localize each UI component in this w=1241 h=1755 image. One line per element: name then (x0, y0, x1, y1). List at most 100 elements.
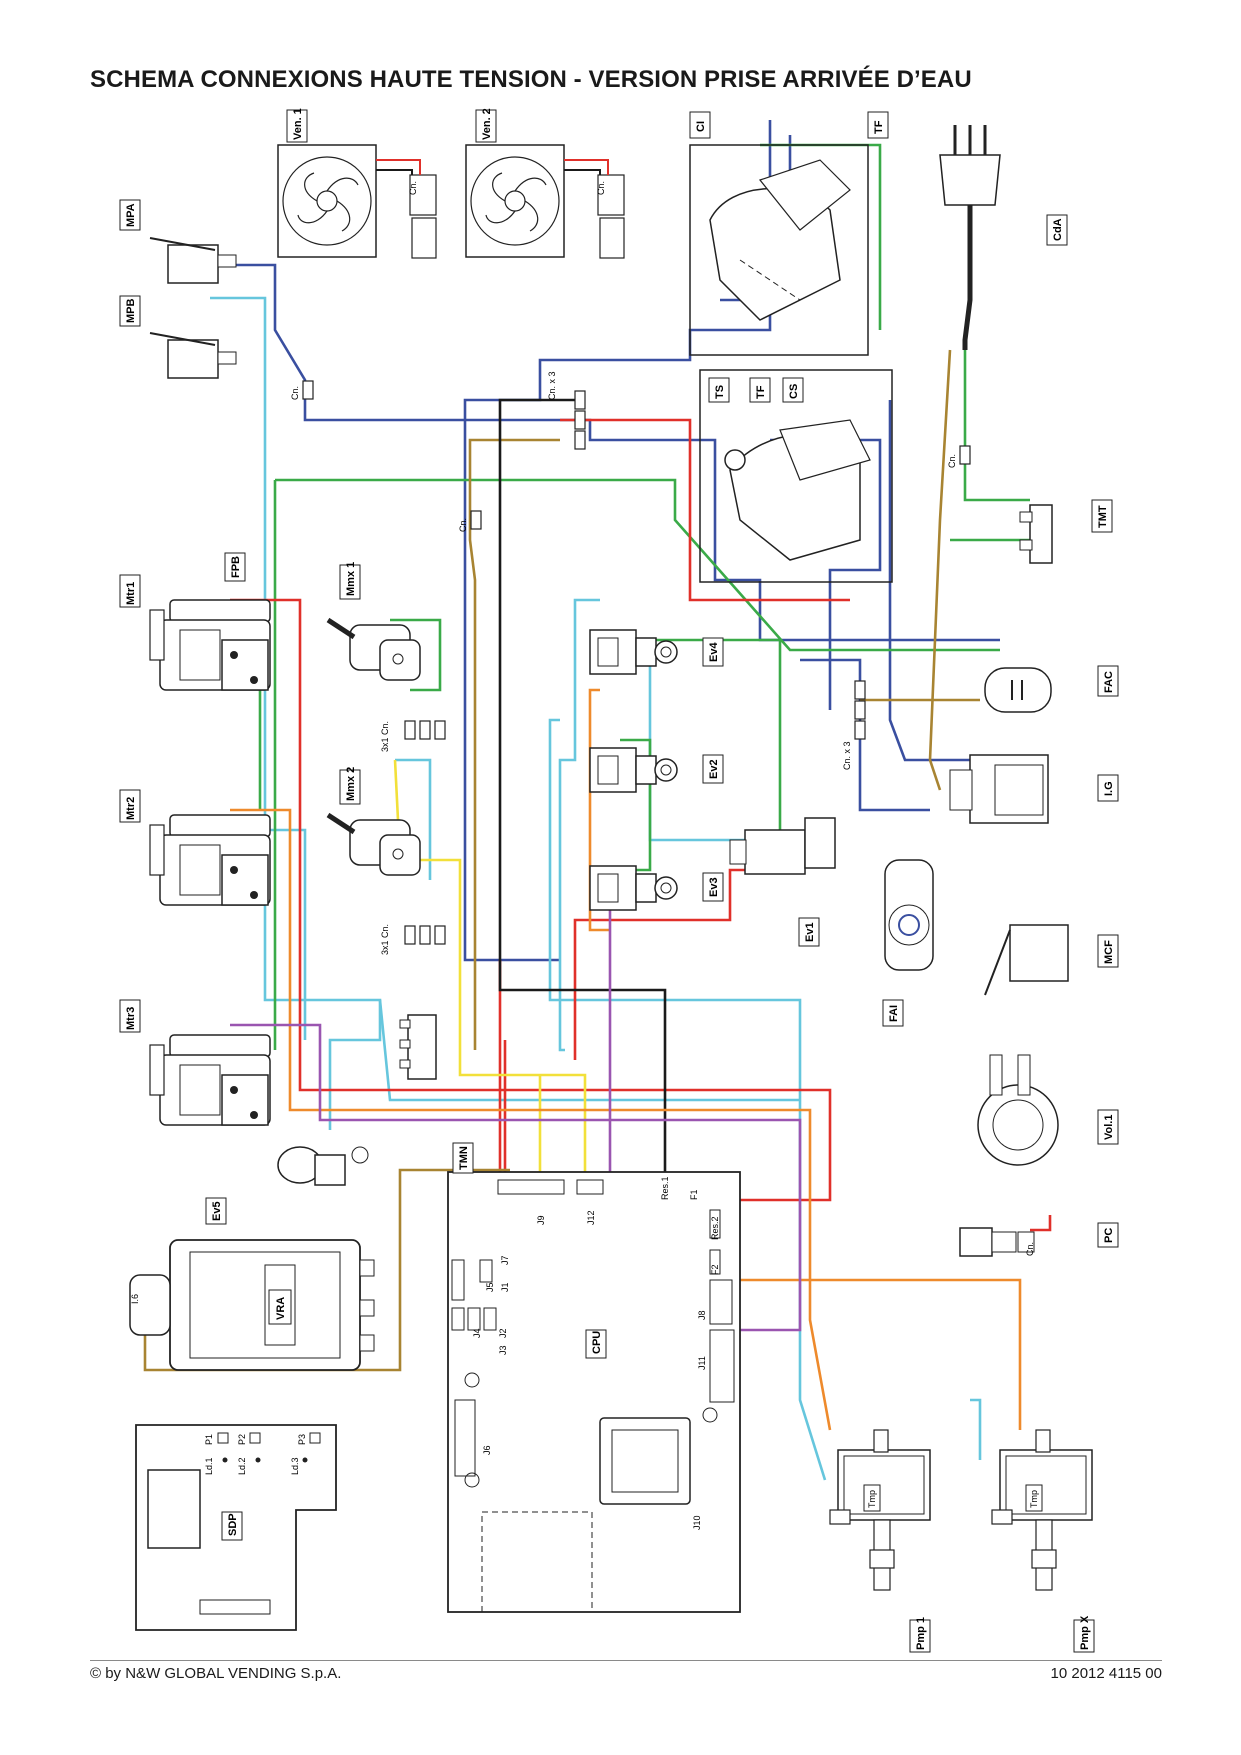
label-tmn: TMN (458, 1146, 470, 1170)
label-tmt: TMT (1097, 505, 1109, 528)
label-ev2: Ev2 (708, 759, 720, 779)
wire-red (1030, 1215, 1052, 1232)
label-f1: F1 (689, 1189, 699, 1200)
microswitch-mpb (149, 332, 237, 379)
label-mtr2: Mtr2 (125, 797, 137, 820)
wire-blue (210, 263, 1000, 642)
fan-ven1 (277, 144, 437, 259)
label-mpa: MPA (125, 203, 137, 227)
wire-light-blue (378, 999, 800, 1102)
label-cn-x3: Cn. x 3 (842, 741, 852, 770)
label-ts: TS (714, 385, 726, 399)
label-p3: P3 (297, 1434, 307, 1445)
label-i6: I.6 (130, 1294, 140, 1304)
wire-orange (725, 1278, 1022, 1430)
label-vra: VRA (275, 1297, 287, 1320)
label-mpb: MPB (125, 299, 137, 324)
wire-light-blue (395, 758, 432, 880)
label-j9: J9 (536, 1215, 546, 1225)
label-j2: J2 (498, 1328, 508, 1338)
label-j11: J11 (697, 1356, 707, 1370)
label-ig: I.G (1103, 781, 1115, 796)
wire-brown (143, 1168, 510, 1372)
page-title: SCHEMA CONNEXIONS HAUTE TENSION - VERSIO… (90, 66, 972, 93)
wire-blue (888, 400, 1010, 762)
label-cn: Cn. (1025, 1242, 1035, 1256)
label-ev3: Ev3 (708, 877, 720, 897)
label-j8: J8 (697, 1310, 707, 1320)
valve-ev5 (277, 1146, 369, 1186)
wire-brown (928, 349, 952, 791)
label-pmpx: Pmp X (1079, 1615, 1091, 1650)
label-mmx1: Mmx 1 (345, 562, 357, 596)
label-tmp-x: Tmp (1029, 1490, 1039, 1508)
label-fac: FAC (1103, 671, 1115, 693)
volumetric-vol1 (977, 1054, 1059, 1166)
label-cn-3x1: 3x1 Cn. (380, 721, 390, 752)
label-cn: Cn. (458, 518, 468, 532)
fan-ven2 (465, 144, 625, 259)
wire-brown (468, 438, 560, 1050)
wire-red (560, 418, 850, 602)
label-cn: Cn. (290, 386, 300, 400)
transformer-vra (129, 1239, 375, 1371)
wire-light-blue (970, 1398, 982, 1460)
label-ev1: Ev1 (804, 922, 816, 942)
label-cn: Cn. (596, 181, 606, 195)
capacitor-fac (984, 667, 1052, 713)
flowmeter-fai (884, 859, 934, 971)
wire-blue (463, 120, 772, 962)
valve-ev1 (729, 817, 836, 875)
wire-light-blue (620, 658, 782, 850)
label-fai: FAI (888, 1005, 900, 1022)
wire-green (275, 478, 1000, 652)
label-sdp: SDP (227, 1513, 239, 1536)
label-cn-3x1: 3x1 Cn. (380, 924, 390, 955)
label-cs: CS (788, 384, 800, 399)
label-ev5: Ev5 (211, 1201, 223, 1221)
wire-yellow (393, 759, 587, 1180)
label-j1: J1 (500, 1282, 510, 1292)
label-cn-x3: Cn. x 3 (547, 371, 557, 400)
label-j10: J10 (692, 1515, 702, 1530)
valve-ev3 (589, 865, 678, 911)
label-cn: Cn. (947, 454, 957, 468)
label-j6: J6 (482, 1445, 492, 1455)
label-fpb: FPB (230, 556, 242, 578)
label-mmx2: Mmx 2 (345, 767, 357, 801)
label-ev4: Ev4 (708, 642, 720, 662)
valve-ev2 (589, 747, 678, 793)
label-ld2: Ld.2 (237, 1457, 247, 1475)
motor-mtr3 (149, 1034, 271, 1126)
mixer-mmx2 (328, 815, 420, 875)
component-labels: Ven. 1 Ven. 2 CI TF CdA MPA MPB TS (119, 108, 1119, 1653)
label-res1: Res.1 (660, 1176, 670, 1200)
label-ci: CI (695, 121, 707, 132)
label-pmp1: Pmp 1 (915, 1617, 927, 1650)
wire-light-blue (558, 598, 600, 1052)
mixer-mmx1 (328, 620, 420, 680)
thermostat-tmt (1019, 504, 1053, 564)
label-p1: P1 (204, 1434, 214, 1445)
label-ven1: Ven. 1 (292, 108, 304, 140)
label-mtr1: Mtr1 (125, 582, 137, 605)
board-cpu (447, 1171, 741, 1613)
microswitch-mpa (149, 237, 237, 284)
wire-green (390, 618, 442, 692)
label-pc: PC (1103, 1228, 1115, 1243)
label-tf-top: TF (873, 120, 885, 134)
footer-copyright: © by N&W GLOBAL VENDING S.p.A. (90, 1665, 342, 1682)
wire-green (963, 350, 1030, 502)
label-vol1: Vol.1 (1103, 1115, 1115, 1140)
valve-ev4 (589, 629, 678, 675)
label-ld3: Ld.3 (290, 1457, 300, 1475)
boiler-cs (699, 369, 893, 583)
wire-orange (230, 808, 832, 1431)
main-switch-ig (949, 754, 1049, 824)
motor-mtr2 (149, 814, 271, 906)
footer-divider (90, 1660, 1162, 1661)
wire-black (498, 398, 667, 1180)
motor-mtr1 (149, 599, 271, 691)
label-tmp-1: Tmp (867, 1490, 877, 1508)
